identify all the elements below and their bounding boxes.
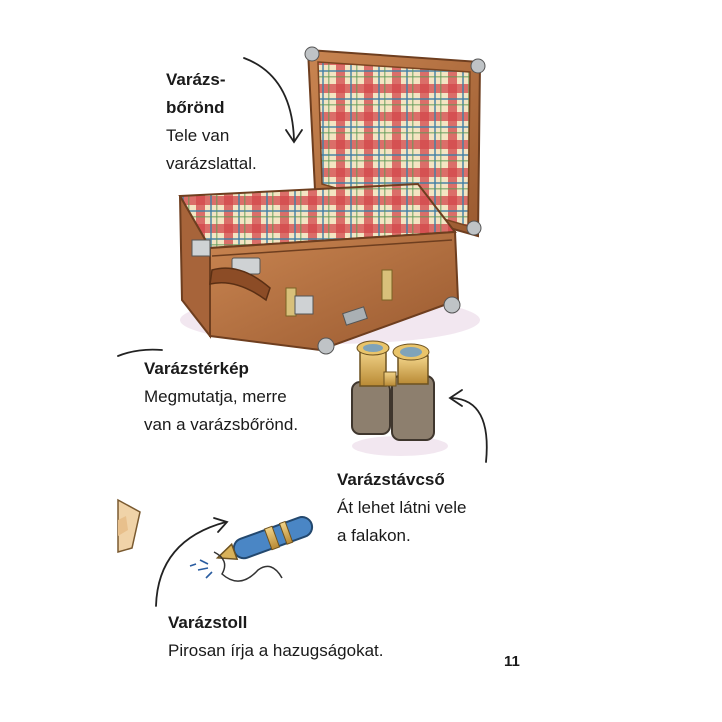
label-magic-suitcase: Varázs- bőrönd Tele van varázslattal. [166, 66, 257, 178]
item-title: Varázstávcső [337, 470, 445, 489]
map-icon [117, 498, 141, 553]
item-title: Varázstérkép [144, 359, 249, 378]
label-magic-pen: Varázstoll Pirosan írja a hazugságokat. [168, 609, 383, 665]
pen-icon [189, 516, 314, 582]
label-magic-map: Varázstérkép Megmutatja, merre van a var… [144, 355, 298, 439]
item-description: a falakon. [337, 526, 411, 545]
item-description: Pirosan írja a hazugságokat. [168, 641, 384, 660]
arrow-to-suitcase-icon [243, 57, 303, 144]
item-description: Tele van [166, 126, 230, 145]
arrow-to-binoculars-icon [448, 389, 488, 463]
arrow-to-pen-icon [155, 517, 229, 607]
item-title: Varázs- [166, 70, 226, 89]
page-number: 11 [504, 653, 520, 670]
arrow-from-map-label-icon [117, 348, 163, 357]
label-magic-binoculars: Varázstávcső Át lehet látni vele a falak… [337, 466, 466, 550]
item-title: bőrönd [166, 98, 225, 117]
suitcase-icon [178, 46, 486, 355]
item-description: Át lehet látni vele [337, 498, 467, 517]
item-description: varázslattal. [166, 154, 257, 173]
item-title: Varázstoll [168, 613, 248, 632]
item-description: van a varázsbőrönd. [144, 415, 299, 434]
item-description: Megmutatja, merre [144, 387, 287, 406]
binoculars-icon [351, 340, 448, 456]
